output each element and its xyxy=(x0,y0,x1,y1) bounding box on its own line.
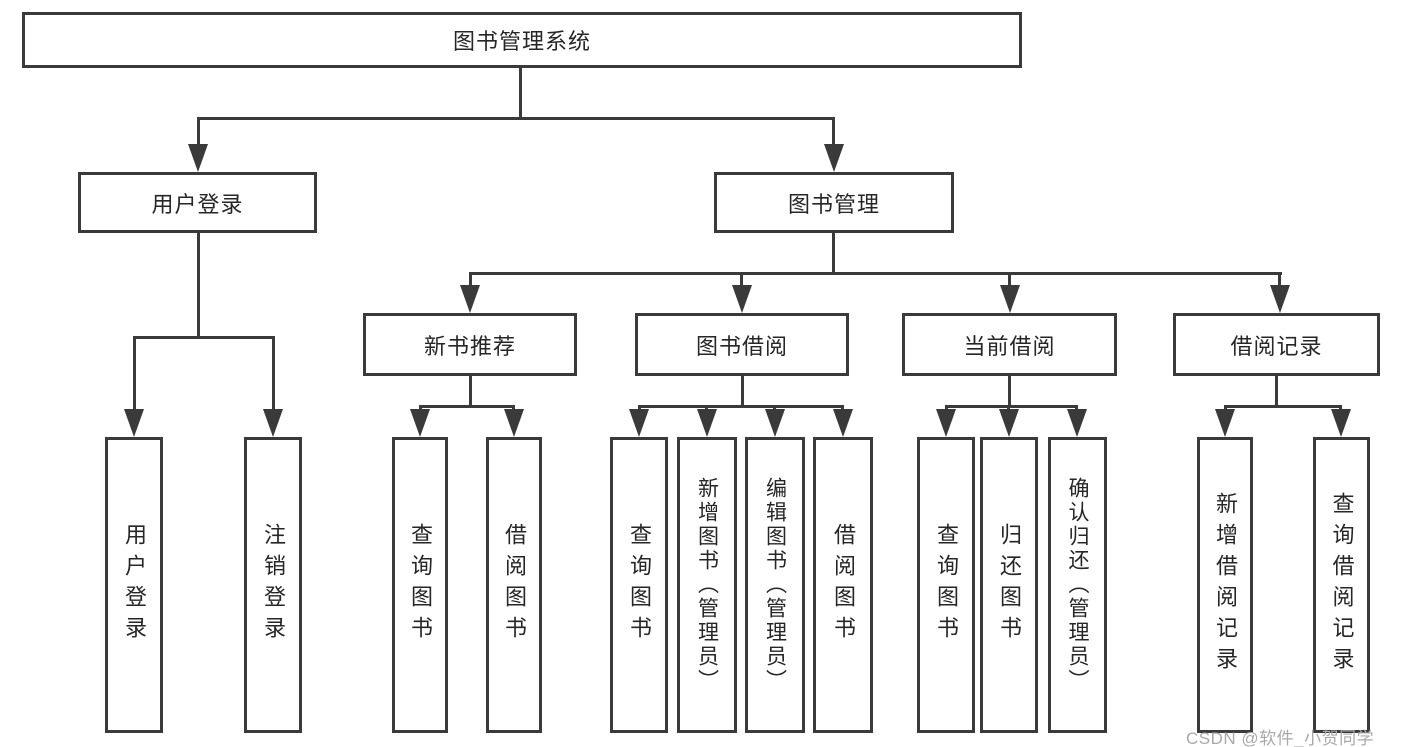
arrow-down-icon xyxy=(1067,409,1087,437)
connector-bb-stem xyxy=(741,376,744,407)
connector-book-branch-stem xyxy=(832,233,835,275)
arrow-down-icon xyxy=(833,409,853,437)
arrow-down-icon xyxy=(824,144,844,172)
leaf-borrow-book-nb: 借阅图书 xyxy=(486,437,542,733)
csdn-watermark: CSDN @软件_小贺同学 xyxy=(1186,729,1375,747)
connector-root-stem xyxy=(519,68,522,118)
arrow-down-icon xyxy=(460,285,480,313)
connector-borrow-record-stem xyxy=(1278,272,1281,289)
leaf-add-borrow-record: 新增借阅记录 xyxy=(1197,437,1253,733)
connector-user-branch-rail xyxy=(133,336,275,339)
connector-book-management-stem xyxy=(832,117,835,148)
connector-level3-rail xyxy=(469,272,1282,275)
connector-level2-rail xyxy=(197,117,835,120)
connector-book-borrow-stem xyxy=(740,272,743,289)
node-book-management: 图书管理 xyxy=(714,172,954,233)
node-current-borrow: 当前借阅 xyxy=(902,313,1117,376)
arrow-down-icon xyxy=(1270,285,1290,313)
connector-nb-stem xyxy=(469,376,472,407)
arrow-down-icon xyxy=(629,409,649,437)
arrow-down-icon xyxy=(765,409,785,437)
leaf-borrow-book-bb: 借阅图书 xyxy=(813,437,873,733)
connector-leaf-user-login-stem xyxy=(133,336,136,412)
node-new-book-recommend: 新书推荐 xyxy=(363,313,577,376)
leaf-logout: 注销登录 xyxy=(244,437,302,733)
leaf-query-book-nb: 查询图书 xyxy=(392,437,448,733)
connector-user-branch-stem xyxy=(197,233,200,338)
connector-br-stem xyxy=(1275,376,1278,407)
arrow-down-icon xyxy=(263,409,283,437)
node-borrow-record: 借阅记录 xyxy=(1173,313,1380,376)
arrow-down-icon xyxy=(188,144,208,172)
connector-new-book-stem xyxy=(469,272,472,289)
node-root: 图书管理系统 xyxy=(22,12,1022,68)
connector-bb-rail xyxy=(638,405,844,408)
leaf-query-borrow-record: 查询借阅记录 xyxy=(1313,437,1370,733)
node-book-borrow: 图书借阅 xyxy=(635,313,849,376)
leaf-add-book-admin: 新增图书（管理员） xyxy=(677,437,737,733)
node-user-login: 用户登录 xyxy=(78,172,317,233)
arrow-down-icon xyxy=(999,409,1019,437)
arrow-down-icon xyxy=(1331,409,1351,437)
leaf-confirm-return-admin: 确认归还（管理员） xyxy=(1048,437,1107,733)
connector-br-rail xyxy=(1224,405,1342,408)
leaf-return-book: 归还图书 xyxy=(980,437,1038,733)
arrow-down-icon xyxy=(1215,409,1235,437)
arrow-down-icon xyxy=(410,409,430,437)
leaf-user-login: 用户登录 xyxy=(105,437,163,733)
arrow-down-icon xyxy=(732,285,752,313)
connector-leaf-logout-stem xyxy=(272,336,275,412)
arrow-down-icon xyxy=(124,409,144,437)
leaf-query-book-bb: 查询图书 xyxy=(610,437,668,733)
arrow-down-icon xyxy=(936,409,956,437)
connector-current-borrow-stem xyxy=(1008,272,1011,289)
arrow-down-icon xyxy=(504,409,524,437)
arrow-down-icon xyxy=(1000,285,1020,313)
connector-nb-rail xyxy=(419,405,515,408)
connector-cb-rail xyxy=(945,405,1078,408)
connector-user-login-stem xyxy=(197,117,200,148)
connector-cb-stem xyxy=(1008,376,1011,407)
leaf-edit-book-admin: 编辑图书（管理员） xyxy=(745,437,805,733)
arrow-down-icon xyxy=(697,409,717,437)
leaf-query-book-cb: 查询图书 xyxy=(917,437,975,733)
